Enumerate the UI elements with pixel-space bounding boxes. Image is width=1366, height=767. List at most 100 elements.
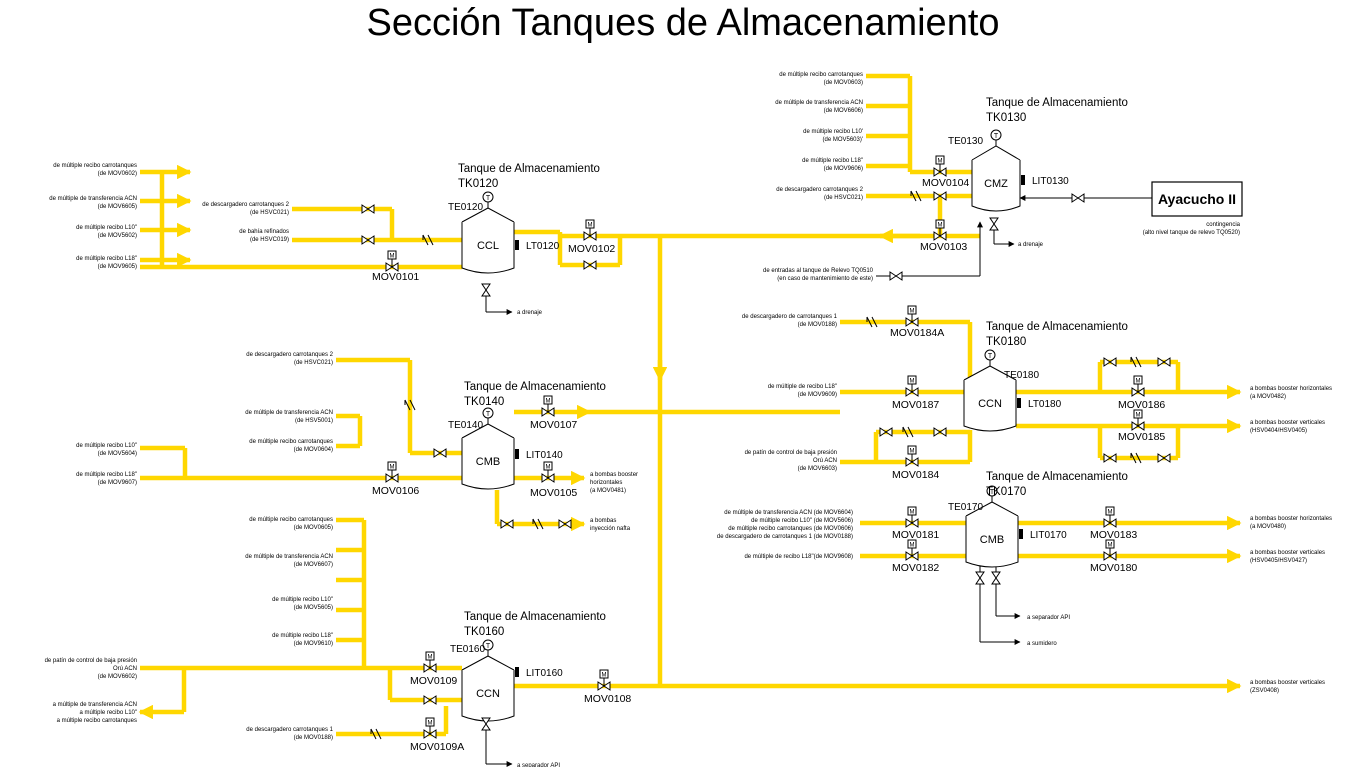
check-valve-icon[interactable] [1130, 356, 1142, 368]
label-l120_4a: de múltiple recibo L18" [76, 256, 137, 262]
motor-valve-mov0181[interactable]: M [905, 506, 919, 528]
manual-valve-icon[interactable] [361, 204, 375, 214]
manual-valve-icon[interactable] [1071, 193, 1085, 203]
manual-valve-icon[interactable] [1157, 453, 1171, 463]
check-valve-icon[interactable] [404, 399, 416, 411]
manual-valve-icon[interactable] [933, 191, 947, 201]
tank-tag: TK0170 [986, 486, 1026, 498]
label-l140_2a: de múltiple de transferencia ACN [245, 410, 333, 416]
actuator-icon [1133, 409, 1143, 419]
valve-tag-mov0109a: MOV0109A [410, 741, 464, 753]
actuator-icon [543, 395, 553, 405]
check-valve-icon[interactable] [902, 426, 914, 438]
tank-tag: TK0140 [464, 396, 504, 408]
actuator-m: M [938, 159, 943, 165]
valve-tag-mov0109: MOV0109 [410, 675, 457, 687]
valve-tag-mov0102: MOV0102 [568, 243, 615, 255]
check-valve-icon[interactable] [910, 190, 922, 202]
motor-valve-mov0185[interactable]: M [1131, 409, 1145, 431]
manual-valve-icon[interactable] [500, 519, 514, 529]
check-valve-icon[interactable] [866, 316, 878, 328]
label-l170_2: de múltiple recibo L10" (de MOV5606) [751, 518, 853, 524]
check-valve-icon[interactable] [1130, 452, 1142, 464]
manual-valve-icon[interactable] [975, 571, 985, 585]
actuator-m: M [428, 655, 433, 661]
motor-valve-mov0107[interactable]: M [541, 395, 555, 417]
page-title: Sección Tanques de Almacenamiento [366, 2, 1000, 44]
manual-valve-icon[interactable] [433, 448, 447, 458]
manual-valve-icon[interactable] [481, 717, 491, 731]
label-o170_2a: a bombas booster verticales [1250, 550, 1325, 556]
motor-valve-mov0186[interactable]: M [1131, 375, 1145, 397]
thermo-t: T [486, 411, 491, 418]
ayacucho-ii-box[interactable]: Ayacucho II [1151, 181, 1243, 217]
motor-valve-mov0180[interactable]: M [1103, 539, 1117, 561]
motor-valve-mov0102[interactable]: M [583, 219, 597, 241]
motor-valve-mov0108[interactable]: M [597, 669, 611, 691]
motor-valve-mov0103[interactable]: M [933, 219, 947, 241]
motor-valve-mov0101[interactable]: M [385, 250, 399, 272]
motor-valve-mov0106[interactable]: M [385, 461, 399, 483]
actuator-icon [907, 445, 917, 455]
motor-valve-mov0187[interactable]: M [905, 375, 919, 397]
actuator-m: M [546, 465, 551, 471]
manual-valve-icon[interactable] [583, 260, 597, 270]
valve-tag-mov0103: MOV0103 [920, 241, 967, 253]
actuator-icon [599, 669, 609, 679]
actuator-icon [935, 219, 945, 229]
manual-valve-icon[interactable] [1157, 357, 1171, 367]
manual-valve-icon[interactable] [361, 235, 375, 245]
label-l140_5b: (de MOV9607) [98, 480, 137, 486]
check-valve-icon[interactable] [532, 518, 544, 530]
manual-valve-icon[interactable] [933, 427, 947, 437]
lt-tag: LIT0130 [1032, 176, 1069, 187]
level-transmitter-icon [1017, 398, 1021, 408]
motor-valve-mov0105[interactable]: M [541, 461, 555, 483]
manual-valve-icon[interactable] [991, 571, 1001, 585]
check-valve-icon[interactable] [422, 234, 434, 246]
label-o_main_b: (ZSV0408) [1250, 688, 1279, 694]
label-o_main_a: a bombas booster verticales [1250, 680, 1325, 686]
contingency-label: contingencia [1206, 222, 1240, 228]
valve-tag-mov0182: MOV0182 [892, 562, 939, 574]
motor-valve-mov0184[interactable]: M [905, 445, 919, 467]
label-l160_4a: de múltiple recibo L18" [272, 633, 333, 639]
motor-valve-mov0104[interactable]: M [933, 155, 947, 177]
actuator-icon [425, 717, 435, 727]
lt-tag: LT0120 [526, 241, 560, 252]
te-tag: TE0170 [948, 502, 983, 513]
label-l160_4b: (de MOV9610) [294, 641, 333, 647]
tank-name: CMB [476, 456, 500, 468]
label-l170_4: de descargadero de carrotanques 1 (de MO… [717, 534, 853, 540]
actuator-m: M [390, 254, 395, 260]
label-o170_1a: a bombas booster horizontales [1250, 516, 1332, 522]
actuator-m: M [910, 309, 915, 315]
label-l160_2a: de múltiple de transferencia ACN [245, 554, 333, 560]
manual-valve-icon[interactable] [423, 695, 437, 705]
label-l180_3a: de patín de control de baja presión [745, 450, 837, 456]
manual-valve-icon[interactable] [989, 217, 999, 231]
motor-valve-mov0183[interactable]: M [1103, 506, 1117, 528]
actuator-icon [907, 375, 917, 385]
motor-valve-mov0109[interactable]: M [423, 651, 437, 673]
label-l130_2a: de múltiple de transferencia ACN [775, 100, 863, 106]
label-l170_3: de múltiple recibo carrotanques (de MOV0… [728, 526, 853, 532]
manual-valve-icon[interactable] [889, 271, 903, 281]
manual-valve-icon[interactable] [1103, 453, 1117, 463]
manual-valve-icon[interactable] [879, 427, 893, 437]
manual-valve-icon[interactable] [558, 519, 572, 529]
check-valve-icon[interactable] [370, 728, 382, 740]
motor-valve-mov0184a[interactable]: M [905, 305, 919, 327]
manual-valve-icon[interactable] [1103, 357, 1117, 367]
label-l120_2a: de múltiple de transferencia ACN [49, 196, 137, 202]
motor-valve-mov0109a[interactable]: M [423, 717, 437, 739]
motor-valve-mov0182[interactable]: M [905, 539, 919, 561]
manual-valve-icon[interactable] [481, 283, 491, 297]
